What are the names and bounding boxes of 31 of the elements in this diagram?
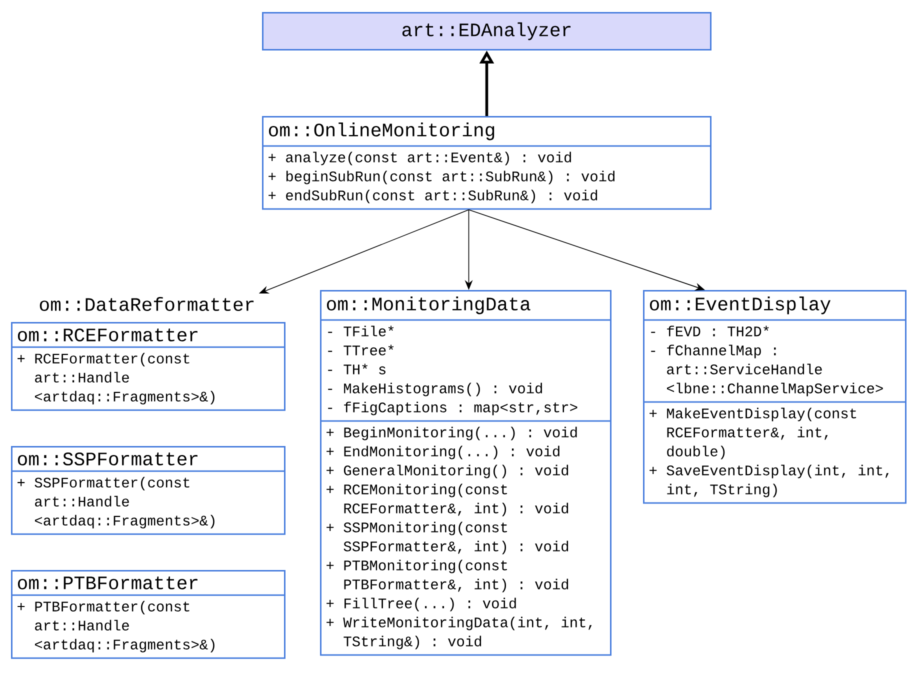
member-text: + SSPFormatter(const art::Handle <artdaq::Fragments>&) bbox=[18, 476, 214, 528]
class-box: om::PTBFormatter + PTBFormatter(const art::Handle <artdaq::Fragments>&) bbox=[11, 570, 286, 659]
member-text: + PTBMonitoring(const PTBFormatter&, int) : void bbox=[326, 560, 568, 592]
member-text: + SSPMonitoring(const SSPFormatter&, int) : void bbox=[326, 522, 568, 554]
member-text: - fChannelMap : art::ServiceHandle <lbne::ChannelMapService> bbox=[651, 344, 883, 396]
member-text: - fFigCaptions : map<str,str> bbox=[328, 402, 578, 416]
member-text: - MakeHistograms() : void bbox=[328, 382, 542, 396]
member-text: + GeneralMonitoring() : void bbox=[326, 464, 568, 478]
package-label: om::DataReformatter bbox=[40, 297, 254, 311]
member-text: + RCEMonitoring(const RCEFormatter&, int) : void bbox=[326, 484, 568, 516]
class-box: om::MonitoringData - TFile* - TTree* - TH* s - MakeHistograms() : void - fFigCaptions : map<str,str> + BeginMonitoring(...) : void + EndMonitoring(...) : void + GeneralMonitoring() : void + RCEMonitoring(const RCEFormatter&, int) : void + SSPMonitoring(const SSPFormatter&, int) : void + PTBMonitoring(const PTBFormatter&, int) : void + FillTree(...) : void + WriteMonitoringData(int, int, TString&) : void bbox=[320, 290, 612, 656]
member-text: + PTBFormatter(const art::Handle <artdaq::Fragments>&) bbox=[18, 600, 214, 652]
class-box: art::EDAnalyzer bbox=[262, 12, 712, 50]
member-text: - TH* s bbox=[328, 364, 386, 374]
member-text: - TFile* bbox=[328, 326, 394, 336]
member-text: + SaveEventDisplay(int, int, int, TString) bbox=[650, 464, 889, 498]
member-text: + EndMonitoring(...) : void bbox=[326, 446, 560, 460]
class-box: om::SSPFormatter + SSPFormatter(const art::Handle <artdaq::Fragments>&) bbox=[11, 446, 286, 535]
member-text: + beginSubRun(const art::SubRun&) : void bbox=[268, 170, 614, 184]
member-text: + RCEFormatter(const art::Handle <artdaq::Fragments>&) bbox=[18, 352, 214, 404]
member-text: + analyze(const art::Event&) : void bbox=[268, 152, 571, 166]
member-text: + WriteMonitoringData(int, int, TString&) : void bbox=[326, 616, 592, 650]
class-box: om::EventDisplay - fEVD : TH2D* - fChannelMap : art::ServiceHandle <lbne::ChannelMapService> + MakeEventDisplay(const RCEFormatter&, int, double) + SaveEventDisplay(int, int, int, TString) bbox=[643, 290, 907, 504]
member-text: + FillTree(...) : void bbox=[326, 598, 516, 612]
class-box: om::RCEFormatter + RCEFormatter(const art::Handle <artdaq::Fragments>&) bbox=[11, 322, 286, 411]
member-text: - TTree* bbox=[328, 344, 394, 356]
member-text: + MakeEventDisplay(const RCEFormatter&, int, double) bbox=[650, 408, 856, 460]
member-text: + BeginMonitoring(...) : void bbox=[326, 426, 577, 440]
member-text: + endSubRun(const art::SubRun&) : void bbox=[268, 190, 598, 204]
member-text: - fEVD : TH2D* bbox=[651, 326, 769, 336]
class-box: om::OnlineMonitoring + analyze(const art::Event&) : void + beginSubRun(const art::SubRun&) : void + endSubRun(const art::SubRun&) : void bbox=[262, 116, 712, 210]
